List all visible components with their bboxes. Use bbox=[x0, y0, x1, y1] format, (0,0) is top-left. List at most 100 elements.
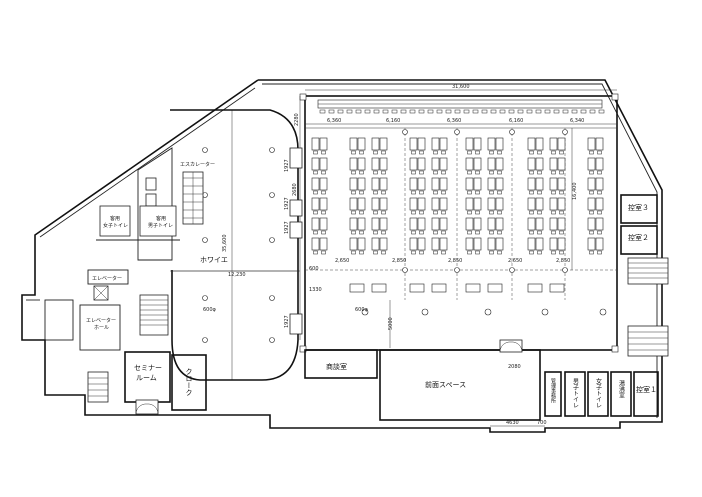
desk bbox=[379, 177, 388, 191]
chair bbox=[589, 109, 596, 114]
dim-1927-b: 1927 bbox=[284, 197, 290, 210]
desk bbox=[409, 177, 418, 191]
chair bbox=[529, 230, 534, 235]
desk bbox=[319, 197, 328, 211]
chair bbox=[419, 250, 424, 255]
label-elevator-hall-a: エレベーター bbox=[86, 317, 116, 324]
dim-pillar-hall: 600φ bbox=[355, 307, 369, 313]
label-waiting-1: 控室１ bbox=[636, 385, 657, 394]
chair bbox=[359, 210, 364, 215]
chair bbox=[441, 170, 446, 175]
desk bbox=[549, 157, 558, 171]
chair bbox=[589, 210, 594, 215]
seminar-room bbox=[124, 351, 171, 415]
chair bbox=[411, 210, 416, 215]
chair bbox=[467, 170, 472, 175]
chair bbox=[529, 150, 534, 155]
dim-1330: 1330 bbox=[309, 287, 322, 293]
desk bbox=[417, 157, 426, 171]
dim-700: 700 bbox=[537, 420, 547, 426]
chair bbox=[517, 109, 524, 114]
dim-5000: 5000 bbox=[388, 317, 394, 330]
chair bbox=[559, 190, 564, 195]
chair bbox=[411, 190, 416, 195]
desk bbox=[319, 217, 328, 231]
chair bbox=[381, 230, 386, 235]
label-female-toilet-b: 女子トイレ bbox=[103, 222, 128, 229]
desk bbox=[495, 137, 504, 151]
chair bbox=[589, 250, 594, 255]
chair bbox=[381, 190, 386, 195]
desk bbox=[417, 177, 426, 191]
chair bbox=[419, 210, 424, 215]
chair bbox=[551, 170, 556, 175]
desk bbox=[409, 283, 425, 293]
desk bbox=[487, 137, 496, 151]
desk bbox=[535, 177, 544, 191]
desk bbox=[349, 283, 365, 293]
desk bbox=[439, 197, 448, 211]
desk bbox=[349, 177, 358, 191]
desk bbox=[595, 217, 604, 231]
desk bbox=[495, 197, 504, 211]
desk bbox=[349, 217, 358, 231]
desk bbox=[535, 157, 544, 171]
label-female-toilet-a: 客用 bbox=[110, 215, 120, 222]
chair bbox=[475, 170, 480, 175]
desk bbox=[431, 283, 447, 293]
chair bbox=[382, 109, 389, 114]
chair bbox=[553, 109, 560, 114]
dim-1927-a: 1927 bbox=[284, 159, 290, 172]
chair bbox=[537, 230, 542, 235]
desk bbox=[371, 197, 380, 211]
chair bbox=[373, 210, 378, 215]
desk bbox=[527, 197, 536, 211]
chair bbox=[559, 210, 564, 215]
dim-top-seg-3: 6,360 bbox=[447, 118, 461, 124]
chair bbox=[489, 250, 494, 255]
chair bbox=[381, 170, 386, 175]
desk bbox=[409, 217, 418, 231]
chair bbox=[418, 109, 425, 114]
chair bbox=[411, 170, 416, 175]
chair bbox=[597, 250, 602, 255]
chair bbox=[441, 190, 446, 195]
label-elevator-hall-b: ホール bbox=[94, 325, 109, 331]
desk bbox=[487, 283, 503, 293]
dim-1927-c: 1927 bbox=[284, 221, 290, 234]
chair bbox=[489, 170, 494, 175]
label-cloak: クローク bbox=[185, 368, 193, 396]
chair bbox=[467, 250, 472, 255]
chair bbox=[544, 109, 551, 114]
desk bbox=[417, 137, 426, 151]
dim-right-height: 16,400 bbox=[572, 183, 578, 201]
chair bbox=[373, 250, 378, 255]
chair bbox=[313, 250, 318, 255]
chair bbox=[559, 230, 564, 235]
chair bbox=[441, 150, 446, 155]
chair bbox=[537, 190, 542, 195]
desk bbox=[557, 157, 566, 171]
exhibition-hall bbox=[299, 93, 619, 353]
chair bbox=[526, 109, 533, 114]
desk bbox=[595, 197, 604, 211]
chair bbox=[597, 210, 602, 215]
chair bbox=[467, 190, 472, 195]
chair bbox=[529, 250, 534, 255]
chair bbox=[359, 150, 364, 155]
chair bbox=[355, 109, 362, 114]
chair bbox=[497, 170, 502, 175]
chair bbox=[391, 109, 398, 114]
desk bbox=[595, 157, 604, 171]
desk bbox=[549, 237, 558, 251]
chair bbox=[445, 109, 452, 114]
desk bbox=[357, 137, 366, 151]
chair bbox=[537, 250, 542, 255]
chair bbox=[373, 230, 378, 235]
chair bbox=[463, 109, 470, 114]
chair bbox=[321, 190, 326, 195]
label-front-space: 前面スペース bbox=[425, 380, 466, 389]
desk bbox=[595, 177, 604, 191]
chair bbox=[497, 230, 502, 235]
desk bbox=[595, 137, 604, 151]
